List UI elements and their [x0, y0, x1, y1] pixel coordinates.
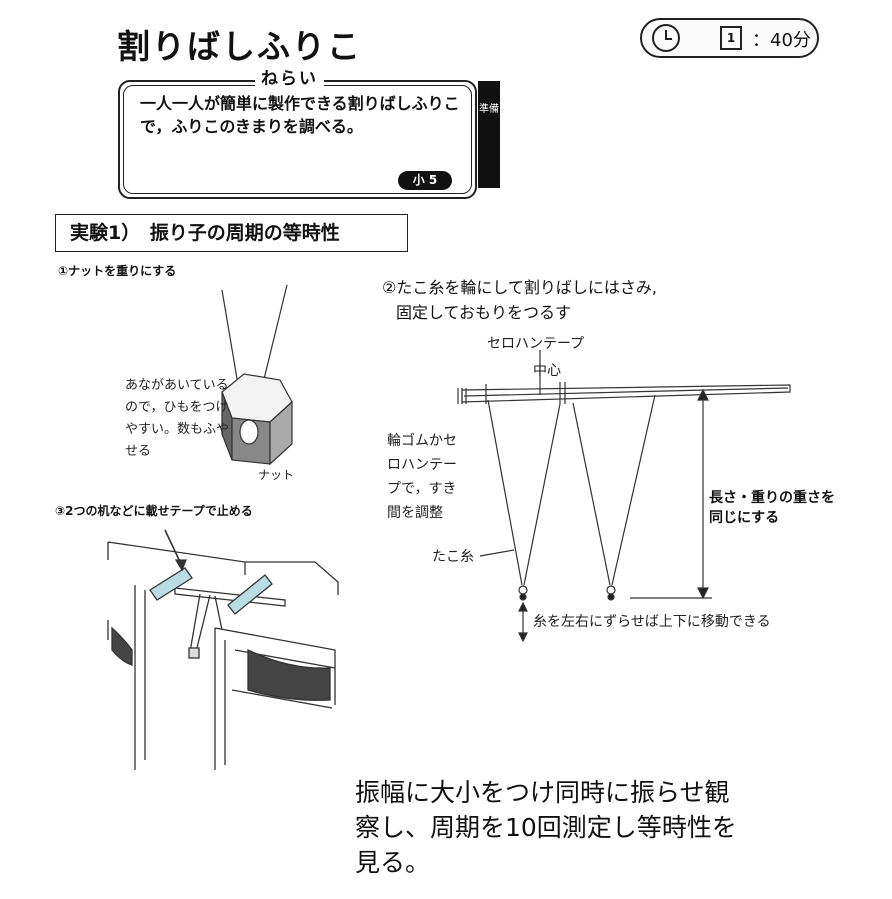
step2-line1: ②たこ糸を輪にして割りばしにはさみ, — [382, 278, 657, 297]
nut-note: あながあいているので，ひもをつけやすい。数もふやせる — [125, 378, 230, 459]
center-label: 中心 — [533, 363, 561, 379]
duration-text: ：40分 — [752, 30, 811, 51]
step2-line2: 固定しておもりをつるす — [396, 303, 572, 322]
rubber-note: 輪ゴムかセロハンテープで，すき間を調整 — [387, 433, 457, 521]
prep-label: 準備 — [478, 81, 500, 188]
step2-text: ②たこ糸を輪にして割りばしにはさみ, 固定しておもりをつるす — [382, 275, 657, 325]
pendulum-illustration — [457, 350, 791, 643]
clock-icon — [652, 24, 680, 52]
aim-text: 一人一人が簡単に製作できる割りばしふりこで，ふりこのきまりを調べる。 — [140, 94, 460, 136]
step1-text: ①ナットを重りにする — [58, 264, 177, 278]
grade-badge: 小 5 — [398, 171, 452, 190]
conclusion-text: 振幅に大小をつけ同時に振らせ観察し、周期を10回測定し等時性を見る。 — [355, 778, 737, 877]
book-icon: 1 — [720, 26, 742, 50]
move-note: 糸を左右にずらせば上下に移動できる — [533, 614, 771, 630]
kite-string-label: たこ糸 — [432, 549, 474, 565]
page-title: 割りばしふりこ — [117, 27, 362, 66]
time-badge: 1 ：40分 — [640, 18, 819, 58]
same-length-note: 長さ・重りの重さを同じにする — [709, 490, 835, 526]
cellotape-label: セロハンテープ — [487, 336, 585, 352]
desk-illustration — [107, 529, 339, 770]
nut-label: ナット — [258, 468, 295, 482]
step3-text: ③2つの机などに載せテープで止める — [55, 504, 253, 518]
nut-illustration — [221, 284, 293, 466]
aim-label: ねらい — [255, 64, 324, 89]
experiment-title: 実験1） 振り子の周期の等時性 — [55, 214, 408, 252]
